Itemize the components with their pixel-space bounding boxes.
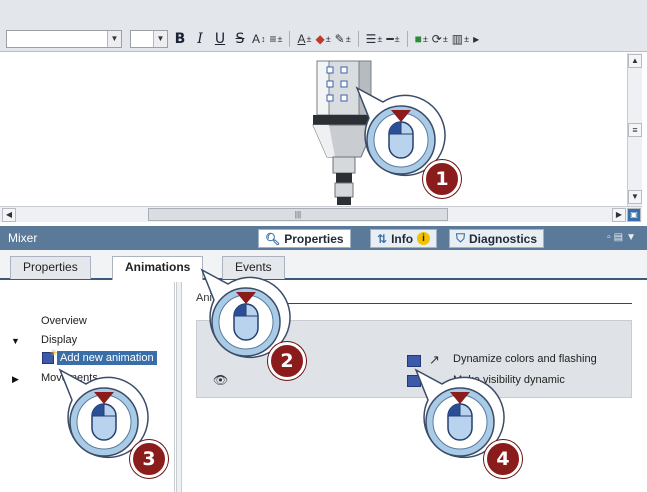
scroll-thumb[interactable]: ||| (148, 208, 448, 221)
toolbar-separator (406, 31, 408, 47)
callout-badge-4: 4 (484, 440, 522, 478)
subtab-animations[interactable]: Animations (112, 256, 204, 280)
underline-button[interactable]: U (214, 31, 226, 47)
arrow-icon: ↗ (429, 352, 440, 367)
subtab-events[interactable]: Events (222, 256, 285, 279)
vertical-scrollbar[interactable]: ▲ ≡ ▼ (627, 53, 642, 206)
inspector-subtabs: Properties Animations Events (0, 250, 647, 280)
tree-item-display[interactable]: Display (41, 334, 78, 346)
info-badge-icon: i (417, 232, 431, 245)
tree-item-overview[interactable]: Overview (41, 315, 87, 327)
rotate-icon[interactable]: ⟳± (431, 32, 448, 46)
info-icon: ⇅ (377, 231, 388, 246)
scroll-up-icon[interactable]: ▲ (628, 54, 642, 68)
properties-icon: 🔍︎ (265, 231, 281, 246)
expand-right-icon[interactable]: ▶ (12, 374, 19, 384)
scroll-left-icon[interactable]: ◀ (2, 208, 16, 222)
expand-down-icon[interactable]: ▼ (11, 336, 20, 346)
tab-info[interactable]: ⇅ Info i (370, 229, 438, 248)
line-width-icon[interactable]: ━± (386, 32, 400, 46)
pane-splitter[interactable] (176, 282, 182, 492)
scroll-down-icon[interactable]: ▼ (628, 190, 642, 204)
font-size-up-icon[interactable]: A↕ (252, 32, 266, 46)
strikethrough-button[interactable]: S (235, 31, 245, 47)
align-text-icon[interactable]: ≡± (269, 32, 283, 46)
callout-badge-1: 1 (423, 160, 461, 198)
tab-properties[interactable]: 🔍︎ Properties (258, 229, 351, 248)
chevron-down-icon: ▼ (153, 31, 167, 47)
diagnostics-icon: ⛉ (456, 231, 466, 245)
font-family-combo[interactable]: ▼ (6, 30, 122, 48)
subtab-properties[interactable]: Properties (10, 256, 91, 279)
screen-canvas[interactable] (0, 53, 627, 206)
scroll-right-icon[interactable]: ▶ (612, 208, 626, 222)
tree-item-add-new-animation[interactable]: Add new animation (57, 351, 157, 365)
sparkle-icon: ✳ (50, 348, 58, 358)
window-controls-icon[interactable]: ▫▤▼ (607, 232, 639, 243)
toolbar-separator (289, 31, 291, 47)
color-animation-icon (407, 355, 421, 367)
chevron-down-icon: ▼ (107, 31, 121, 47)
bold-button[interactable]: B (174, 31, 186, 47)
layer-color-icon[interactable]: ■± (414, 32, 428, 46)
zoom-fit-icon[interactable]: ▣ (627, 208, 641, 222)
italic-button[interactable]: I (197, 31, 203, 47)
format-toolbar: ▼ ▼ B I U S A↕ ≡± A± ◆± ✎± ☰± ━± ■± ⟳± ▥… (0, 0, 647, 52)
align-objects-icon[interactable]: ▥± (451, 32, 470, 46)
more-tools-icon[interactable]: ▸ (473, 32, 480, 46)
callout-badge-2: 2 (268, 342, 306, 380)
inspector-header: Mixer 🔍︎ Properties ⇅ Info i ⛉ Diagnosti… (0, 226, 647, 250)
section-title: Ani (196, 292, 212, 304)
mixer-graphic[interactable] (305, 57, 385, 207)
eye-icon: 👁︎ (213, 373, 229, 387)
scroll-thumb-icon[interactable]: ≡ (628, 123, 642, 137)
font-size-combo[interactable]: ▼ (130, 30, 168, 48)
add-animation-icon (42, 352, 54, 364)
callout-badge-3: 3 (130, 440, 168, 478)
option-dynamize-colors[interactable]: Dynamize colors and flashing (453, 353, 597, 365)
toolbar-separator (357, 31, 359, 47)
fill-color-icon[interactable]: ◆± (315, 32, 331, 46)
line-color-icon[interactable]: ✎± (334, 32, 351, 46)
section-divider (214, 303, 632, 304)
line-style-icon[interactable]: ☰± (365, 32, 383, 46)
object-name: Mixer (8, 231, 38, 245)
font-color-icon[interactable]: A± (297, 32, 312, 46)
tab-diagnostics[interactable]: ⛉ Diagnostics (449, 229, 545, 248)
horizontal-scrollbar[interactable]: ◀ ||| ▶ ▣ (0, 206, 642, 222)
